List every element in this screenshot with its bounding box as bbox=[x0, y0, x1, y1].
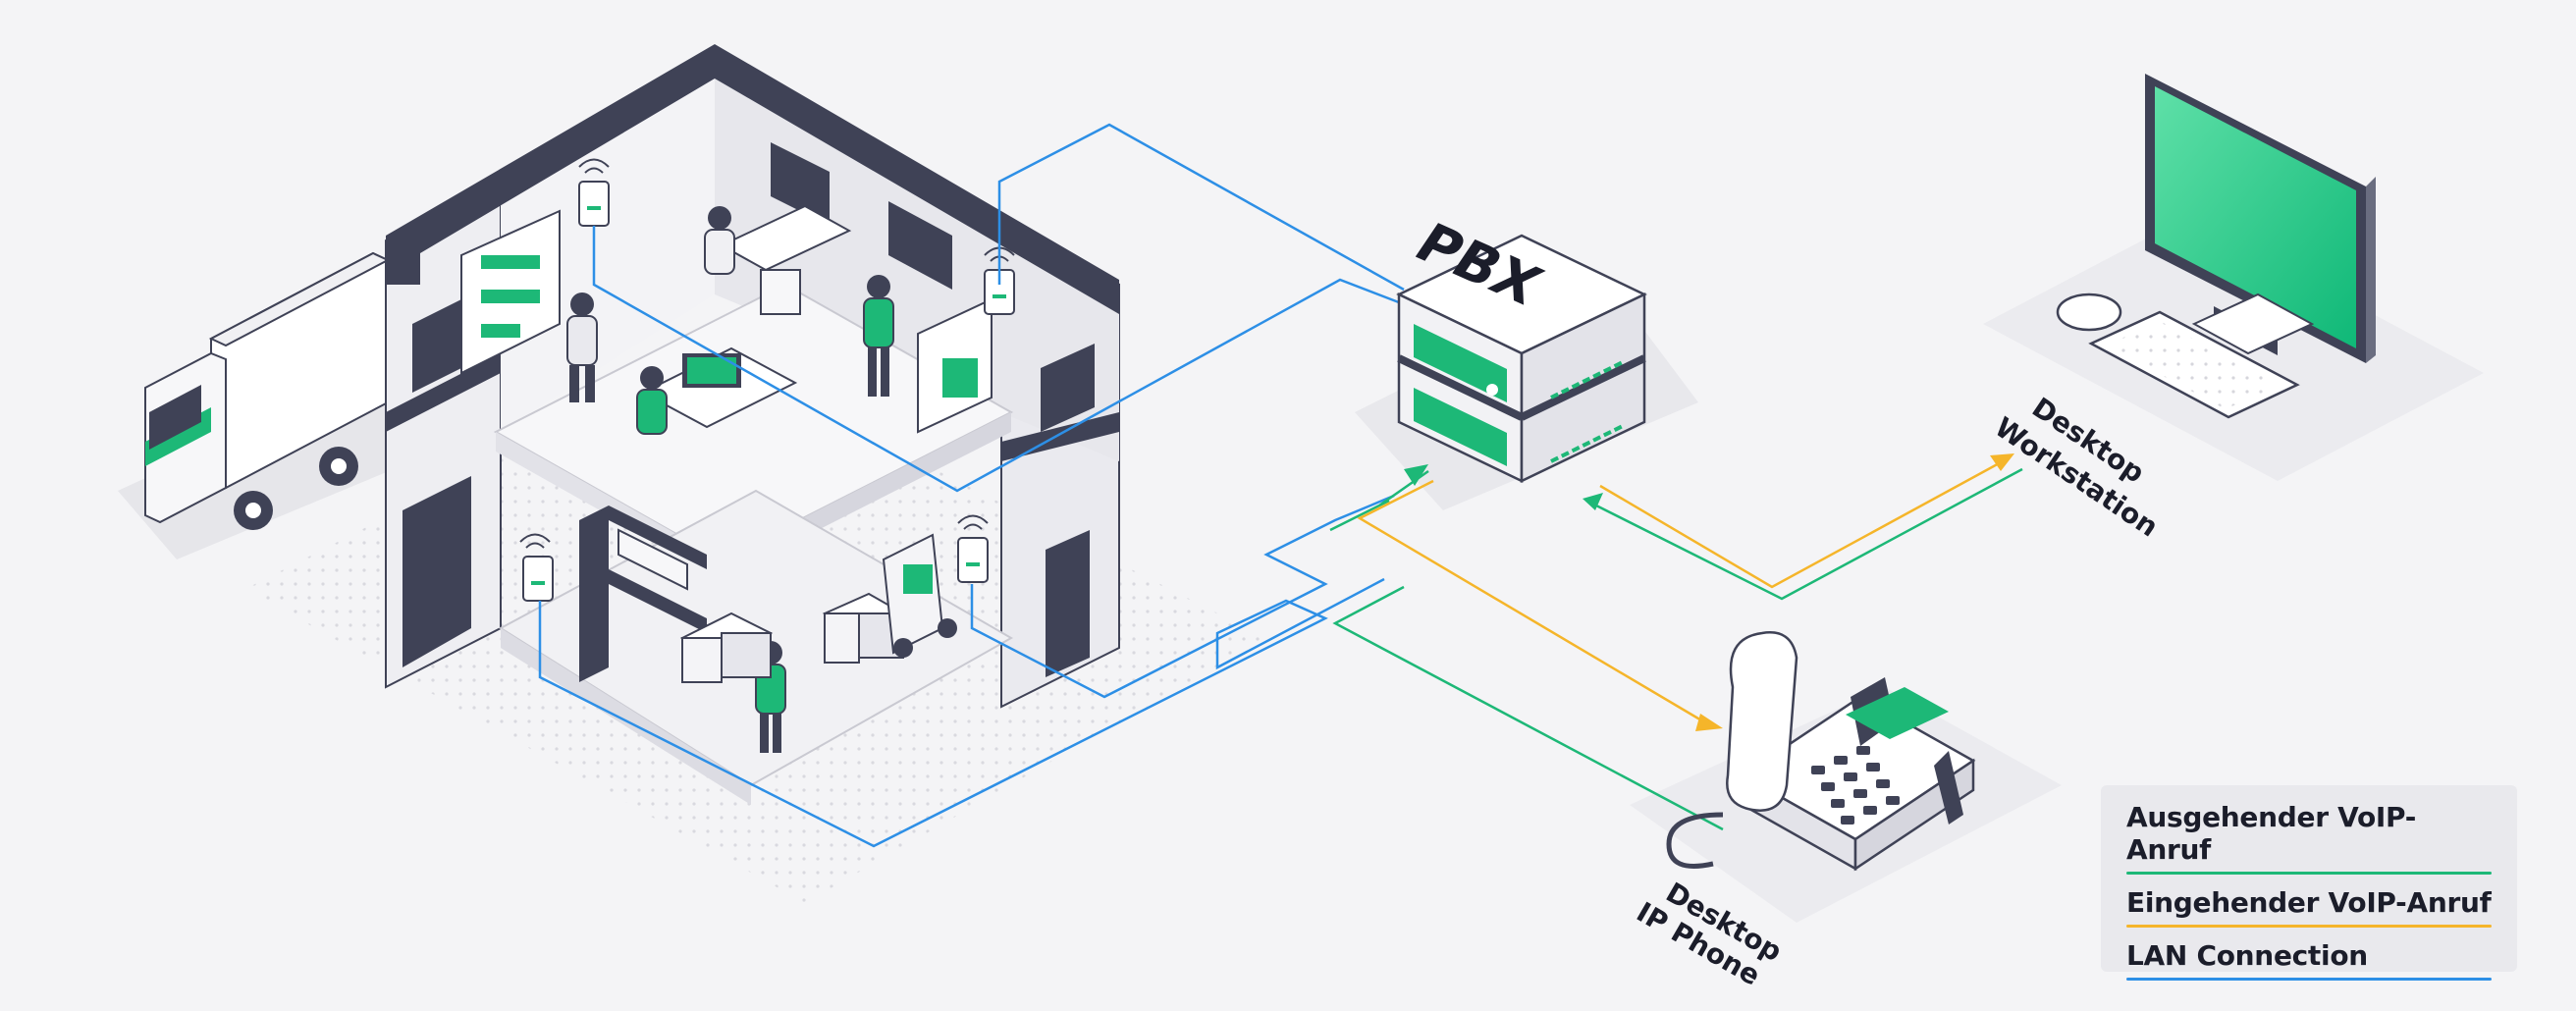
wifi-access-point-icon bbox=[519, 533, 554, 602]
lan-connection-lines bbox=[538, 123, 1405, 848]
legend-swatch-blue bbox=[2126, 978, 2492, 981]
wifi-access-point-icon bbox=[984, 246, 1015, 315]
desktop-ip-phone-icon bbox=[1666, 631, 1976, 872]
voip-call-arrows bbox=[1329, 453, 2023, 831]
delivery-truck-icon bbox=[144, 251, 391, 530]
pbx-server-icon: PBX bbox=[1396, 213, 1647, 483]
legend-label: Eingehender VoIP-Anruf bbox=[2126, 886, 2492, 919]
legend-swatch-green bbox=[2126, 872, 2492, 875]
legend-item-incoming: Eingehender VoIP-Anruf bbox=[2126, 886, 2492, 928]
legend: Ausgehender VoIP-Anruf Eingehender VoIP-… bbox=[2101, 785, 2517, 981]
wifi-access-point-icon bbox=[957, 514, 989, 583]
legend-item-outgoing: Ausgehender VoIP-Anruf bbox=[2126, 801, 2492, 875]
legend-item-lan: LAN Connection bbox=[2126, 939, 2492, 981]
legend-label: LAN Connection bbox=[2126, 939, 2368, 972]
legend-label: Ausgehender VoIP-Anruf bbox=[2126, 801, 2417, 866]
legend-swatch-yellow bbox=[2126, 925, 2492, 928]
desktop-workstation-icon bbox=[2056, 74, 2376, 419]
